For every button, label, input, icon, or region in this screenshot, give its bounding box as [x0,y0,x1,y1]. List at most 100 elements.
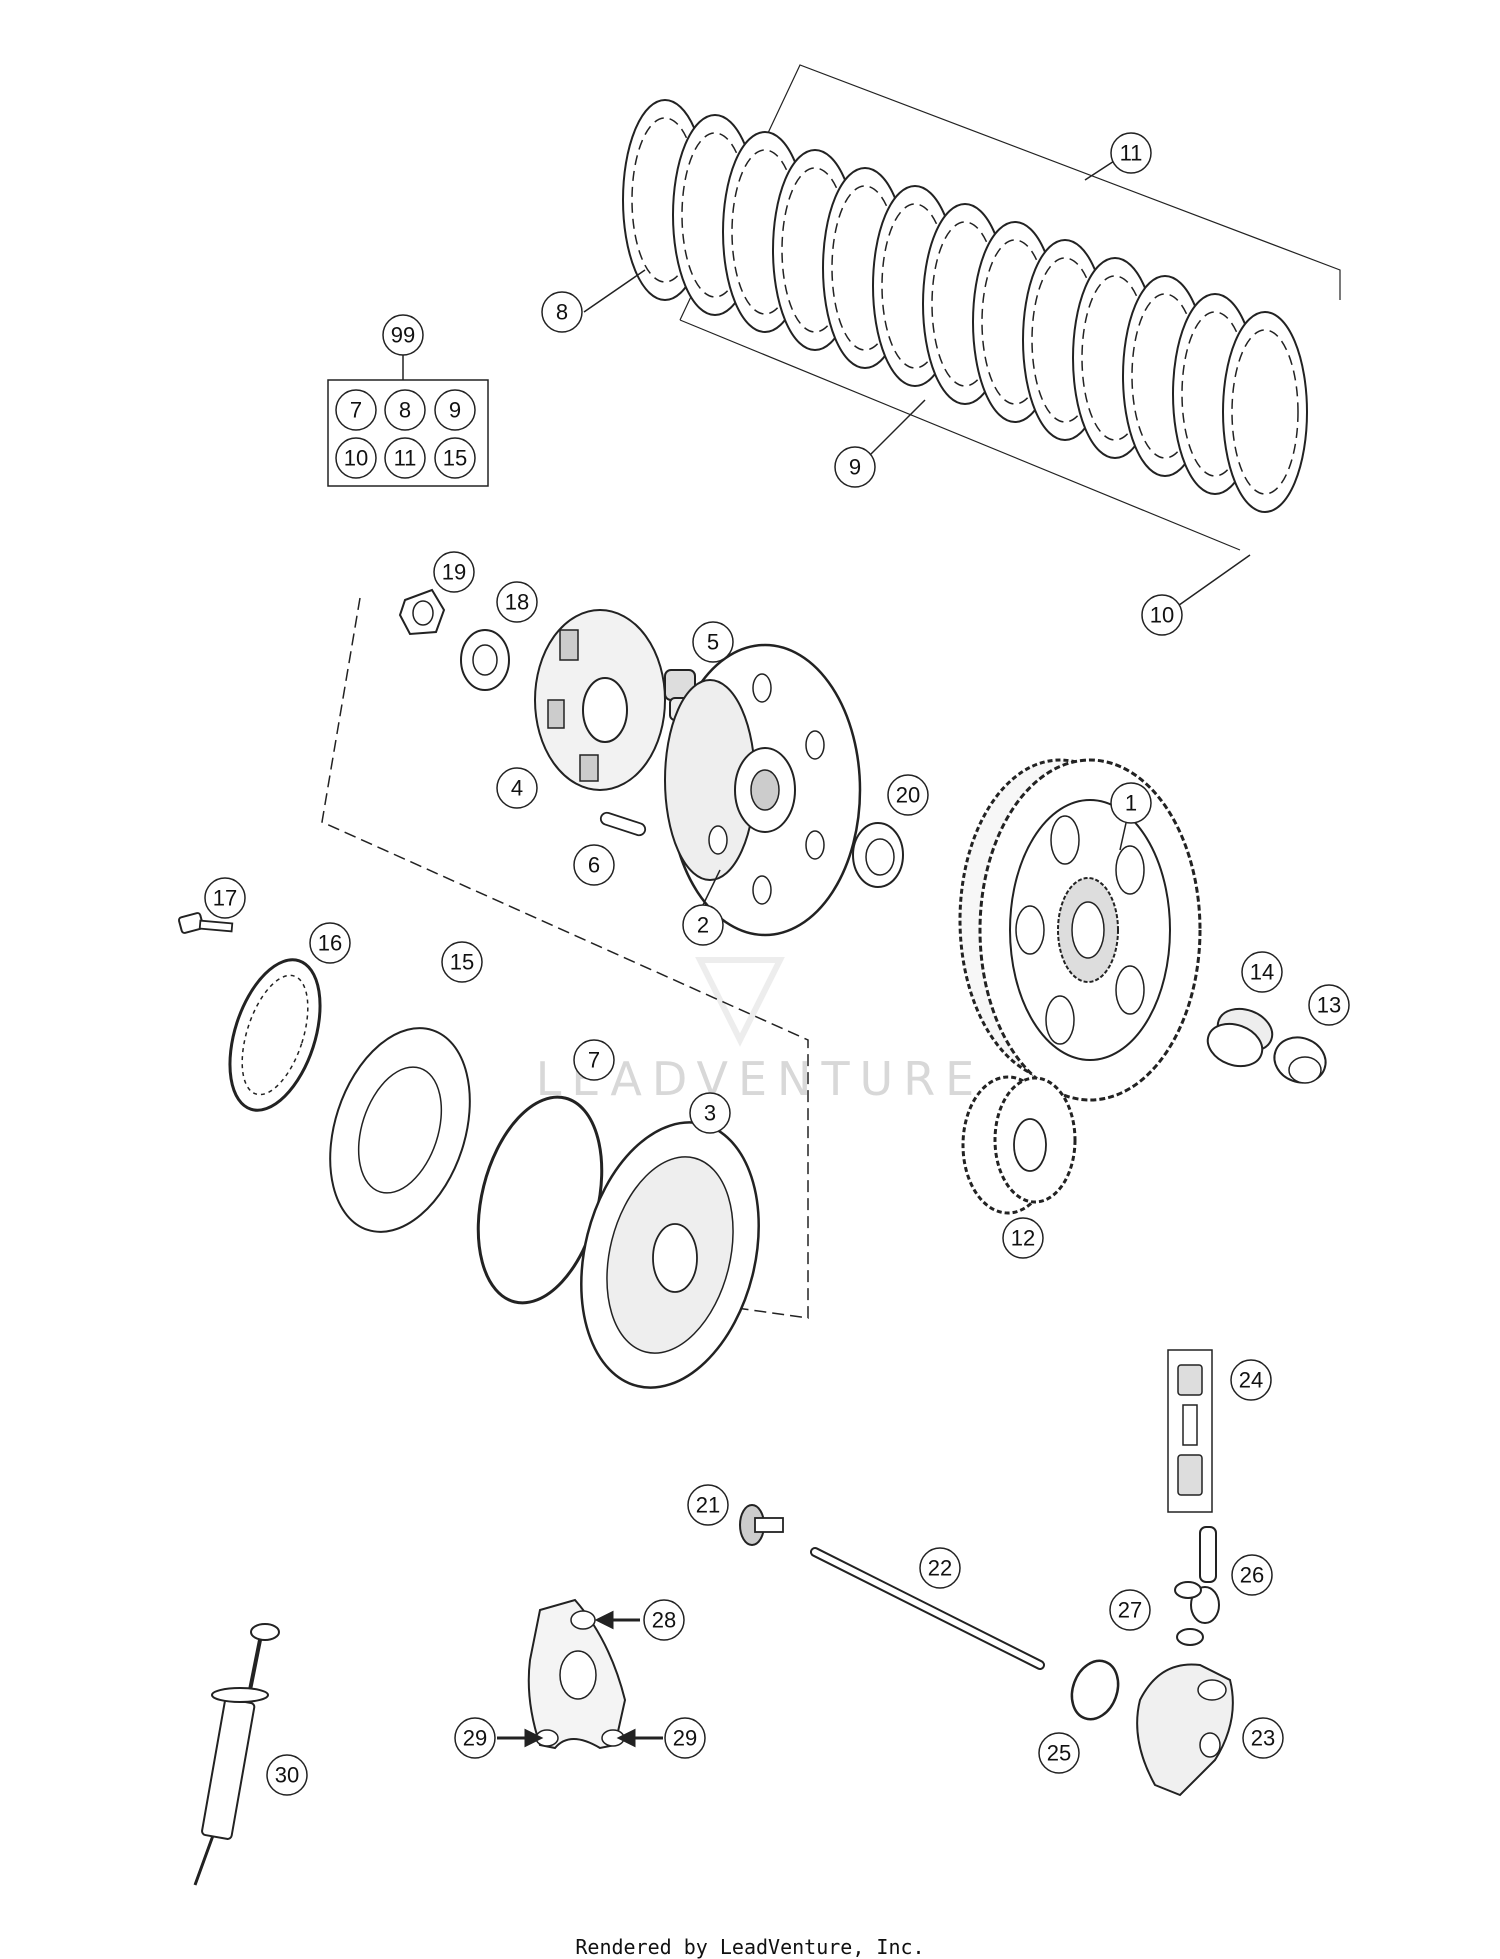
svg-text:27: 27 [1118,1598,1142,1623]
callout-2: 2 [682,904,724,946]
svg-text:10: 10 [1150,603,1174,628]
callout-99: 99 [382,314,424,356]
callout-22: 22 [919,1547,961,1589]
callout-6: 6 [573,844,615,886]
callout-30: 30 [266,1754,308,1796]
kit-item: 11 [384,437,426,479]
clutch-plates [622,99,1308,513]
callout-11: 11 [1110,132,1152,174]
svg-text:28: 28 [652,1608,676,1633]
svg-text:9: 9 [849,455,861,480]
arrow-lines [497,1610,663,1748]
svg-text:8: 8 [399,398,411,423]
grease-syringe-30 [193,1623,280,1886]
bleeder-kit-24-box [1167,1349,1213,1513]
svg-text:17: 17 [213,886,237,911]
callout-23: 23 [1242,1717,1284,1759]
svg-text:7: 7 [350,398,362,423]
kit-99-box: 7 8 9 10 11 15 [327,355,489,487]
svg-text:99: 99 [391,323,415,348]
svg-text:13: 13 [1317,993,1341,1018]
callout-20: 20 [887,774,929,816]
banjo-fitting-26 [1190,1526,1220,1624]
callout-16: 16 [309,922,351,964]
slave-cylinder-23 [1136,1663,1234,1797]
seal-rings-27 [1174,1581,1204,1646]
svg-text:11: 11 [1120,141,1143,166]
callout-13: 13 [1308,984,1350,1026]
clutch-basket-2 [664,643,862,937]
callout-12: 12 [1002,1217,1044,1259]
svg-text:20: 20 [896,783,920,808]
svg-text:29: 29 [673,1726,697,1751]
assembly-bracket-dashed [321,597,809,1319]
piston-21 [739,1504,784,1546]
svg-text:29: 29 [463,1726,487,1751]
kit-item: 7 [335,389,377,431]
svg-text:15: 15 [450,950,474,975]
callout-14: 14 [1241,951,1283,993]
svg-text:26: 26 [1240,1563,1264,1588]
svg-text:15: 15 [443,446,467,471]
svg-text:9: 9 [449,398,461,423]
svg-text:1: 1 [1125,791,1137,816]
kit-item: 10 [335,437,377,479]
svg-text:16: 16 [318,931,342,956]
svg-text:18: 18 [505,590,529,615]
svg-text:14: 14 [1250,960,1274,985]
svg-text:2: 2 [697,913,709,938]
disc-15 [329,1027,471,1233]
svg-text:5: 5 [707,630,719,655]
callout-3: 3 [689,1092,731,1134]
callout-29-left: 29 [454,1717,496,1759]
callout-29-right: 29 [664,1717,706,1759]
svg-text:21: 21 [696,1493,720,1518]
sleeve-13 [1273,1036,1327,1084]
pressure-plate-4 [534,609,666,791]
gear-12 [961,1075,1077,1215]
svg-text:3: 3 [704,1101,716,1126]
nut-19 [398,588,446,636]
kit-item: 15 [434,437,476,479]
callout-10: 10 [1141,594,1183,636]
bolt-17 [177,912,234,934]
kit-item: 8 [384,389,426,431]
clutch-plate-stack [622,64,1341,551]
watermark-logo [695,957,785,1047]
callout-26: 26 [1231,1554,1273,1596]
svg-text:7: 7 [588,1048,600,1073]
bushing-14 [1206,1007,1274,1068]
svg-text:11: 11 [394,446,417,471]
callout-9: 9 [834,446,876,488]
callout-7: 7 [573,1039,615,1081]
svg-text:23: 23 [1251,1726,1275,1751]
cover-28-29 [527,1598,627,1750]
footer-credit: Rendered by LeadVenture, Inc. [575,1935,925,1959]
o-ring-25 [1070,1659,1120,1721]
callout-15: 15 [441,941,483,983]
svg-text:19: 19 [442,560,466,585]
bearing-16 [228,958,322,1112]
svg-text:30: 30 [275,1763,299,1788]
callout-25: 25 [1038,1732,1080,1774]
svg-text:12: 12 [1011,1226,1035,1251]
pin-6 [599,811,647,837]
callout-4: 4 [496,767,538,809]
callout-21: 21 [687,1484,729,1526]
washer-20 [852,822,904,888]
callout-18: 18 [496,581,538,623]
callout-28: 28 [643,1599,685,1641]
kit-item: 9 [434,389,476,431]
callout-1: 1 [1110,782,1152,824]
svg-text:8: 8 [556,300,568,325]
callout-5: 5 [692,621,734,663]
svg-text:24: 24 [1239,1368,1263,1393]
svg-text:4: 4 [511,776,523,801]
callout-24: 24 [1230,1359,1272,1401]
svg-text:10: 10 [344,446,368,471]
lock-washer-18 [460,629,510,691]
primary-gear-1 [958,758,1202,1102]
svg-text:6: 6 [588,853,600,878]
callout-27: 27 [1109,1589,1151,1631]
